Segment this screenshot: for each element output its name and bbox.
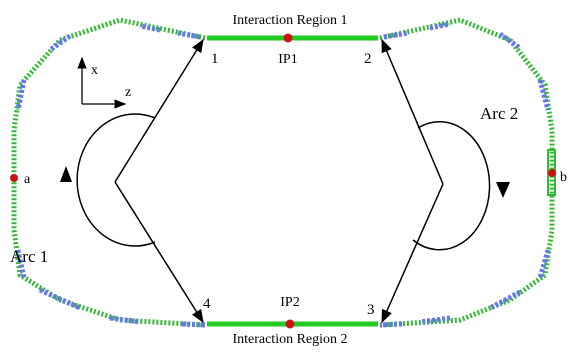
coordinate-axes	[77, 56, 127, 109]
point-a-marker	[10, 174, 18, 182]
point-b-marker	[548, 169, 556, 177]
arc-2-label: Arc 2	[480, 104, 518, 123]
arc-1-label: Arc 1	[10, 247, 48, 266]
corner-1-label: 1	[211, 51, 219, 67]
arc-2-magnets	[379, 17, 556, 328]
point-b-label: b	[560, 170, 567, 185]
ip1-label: IP1	[278, 52, 297, 67]
axis-x-label: x	[91, 63, 98, 78]
arc-1-arrowhead	[60, 166, 72, 182]
left-vector-arrows	[114, 38, 204, 324]
corner-3-label: 3	[367, 302, 375, 318]
corner-4-label: 4	[203, 296, 211, 312]
axis-z-label: z	[125, 85, 131, 100]
arc-2-arrowhead	[496, 182, 510, 198]
ip2-label: IP2	[280, 295, 299, 310]
point-a-label: a	[24, 172, 31, 187]
arc-2-rotation-arrow	[412, 121, 491, 251]
corner-2-label: 2	[364, 51, 372, 67]
interaction-region-2-label: Interaction Region 2	[232, 332, 347, 347]
interaction-region-1-label: Interaction Region 1	[232, 13, 347, 28]
arc-1-rotation-arrow	[76, 113, 156, 247]
right-vector-arrows	[381, 38, 444, 324]
ip1-marker	[283, 33, 293, 43]
ip2-marker	[285, 319, 295, 329]
